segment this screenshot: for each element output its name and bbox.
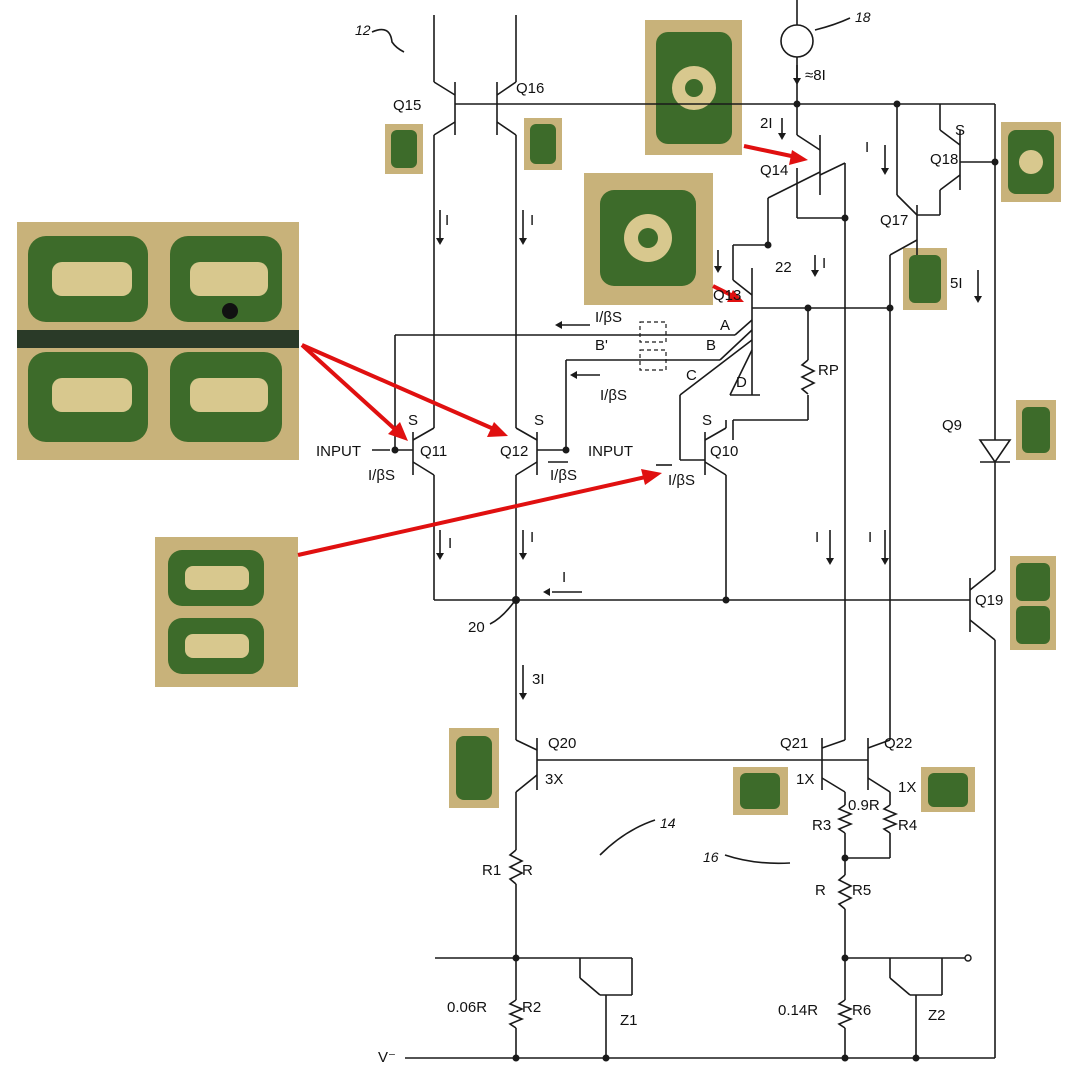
label-input-right: INPUT xyxy=(588,443,633,460)
die-photo-q9 xyxy=(1016,400,1056,460)
junction-dots xyxy=(391,100,999,1062)
die-photo-q18 xyxy=(1001,122,1061,202)
label-q17: Q17 xyxy=(880,212,908,229)
label-current-5i: 5I xyxy=(950,275,963,292)
label-q11: Q11 xyxy=(420,443,447,460)
label-current-i-q22: I xyxy=(868,529,872,546)
label-input-left: INPUT xyxy=(316,443,361,460)
label-ref-12: 12 xyxy=(355,22,371,38)
die-photo-q14 xyxy=(645,20,742,155)
label-r2: R2 xyxy=(522,999,541,1016)
label-q12: Q12 xyxy=(500,443,528,460)
label-line-c: C xyxy=(686,367,697,384)
label-line-a: A xyxy=(720,317,730,334)
label-ibs-b: I/βS xyxy=(600,387,627,404)
label-q13: Q13 xyxy=(713,287,741,304)
label-r5: R5 xyxy=(852,882,871,899)
label-r2-value: 0.06R xyxy=(447,999,487,1016)
label-q21: Q21 xyxy=(780,735,808,752)
label-ref-20: 20 xyxy=(468,619,485,636)
label-q16: Q16 xyxy=(516,80,544,97)
die-photo-q17 xyxy=(903,248,947,310)
label-current-i-q16: I xyxy=(530,212,534,229)
die-photo-large-left xyxy=(17,222,299,460)
label-r1-value: R xyxy=(522,862,533,879)
label-q22: Q22 xyxy=(884,735,912,752)
wiring xyxy=(394,0,1012,1059)
label-r6: R6 xyxy=(852,1002,871,1019)
label-q20: Q20 xyxy=(548,735,576,752)
label-current-i-q21: I xyxy=(815,529,819,546)
label-q18: Q18 xyxy=(930,151,958,168)
die-photo-q22 xyxy=(921,767,975,812)
label-current-i-q13: I xyxy=(822,255,826,272)
label-ibs-a: I/βS xyxy=(595,309,622,326)
label-ref-18: 18 xyxy=(855,9,871,25)
label-s-q18: S xyxy=(955,122,965,139)
label-current-i-q17: I xyxy=(865,139,869,156)
label-current-i-q12: I xyxy=(530,529,534,546)
label-ibs-q12: I/βS xyxy=(550,467,577,484)
label-q10: Q10 xyxy=(710,443,738,460)
label-q15: Q15 xyxy=(393,97,421,114)
label-line-bprime: B' xyxy=(595,337,608,354)
label-current-i-rail: I xyxy=(562,569,566,586)
label-current-8i: ≈8I xyxy=(805,67,826,84)
label-z2: Z2 xyxy=(928,1007,946,1024)
label-1x-q21: 1X xyxy=(796,771,814,788)
label-vminus: V⁻ xyxy=(378,1049,396,1066)
die-photo-q16 xyxy=(524,118,562,170)
label-r4: R4 xyxy=(898,817,917,834)
label-s-q10: S xyxy=(702,412,712,429)
die-photo-q10 xyxy=(155,537,298,687)
label-ibs-q11: I/βS xyxy=(368,467,395,484)
label-q14: Q14 xyxy=(760,162,788,179)
label-current-i-q15: I xyxy=(445,212,449,229)
label-r3: R3 xyxy=(812,817,831,834)
die-photo-q15 xyxy=(385,124,423,174)
labels: 12 18 ≈8I Q15 Q16 2I Q14 I S Q18 Q17 22 … xyxy=(316,9,1003,1066)
label-rp: RP xyxy=(818,362,839,379)
label-r1: R1 xyxy=(482,862,501,879)
current-arrows xyxy=(372,65,982,700)
label-ref-14: 14 xyxy=(660,815,676,831)
label-s-q12: S xyxy=(534,412,544,429)
label-current-i-q11: I xyxy=(448,535,452,552)
die-photo-q21 xyxy=(733,767,788,815)
label-ref-16: 16 xyxy=(703,849,719,865)
label-line-b: B xyxy=(706,337,716,354)
label-0-9r: 0.9R xyxy=(848,797,880,814)
label-1x-q22: 1X xyxy=(898,779,916,796)
red-pointer-arrows xyxy=(297,144,808,557)
label-z1: Z1 xyxy=(620,1012,638,1029)
label-r6-value: 0.14R xyxy=(778,1002,818,1019)
label-r5-value: R xyxy=(815,882,826,899)
label-current-2i: 2I xyxy=(760,115,773,132)
die-photo-q19 xyxy=(1010,556,1056,650)
label-q19: Q19 xyxy=(975,592,1003,609)
label-s-q11: S xyxy=(408,412,418,429)
label-q9: Q9 xyxy=(942,417,962,434)
die-photo-q20 xyxy=(449,728,499,808)
label-ibs-q10: I/βS xyxy=(668,472,695,489)
label-line-d: D xyxy=(736,374,747,391)
label-3x: 3X xyxy=(545,771,563,788)
die-photo-q13 xyxy=(584,173,713,305)
label-current-3i: 3I xyxy=(532,671,545,688)
label-ref-22: 22 xyxy=(775,259,792,276)
